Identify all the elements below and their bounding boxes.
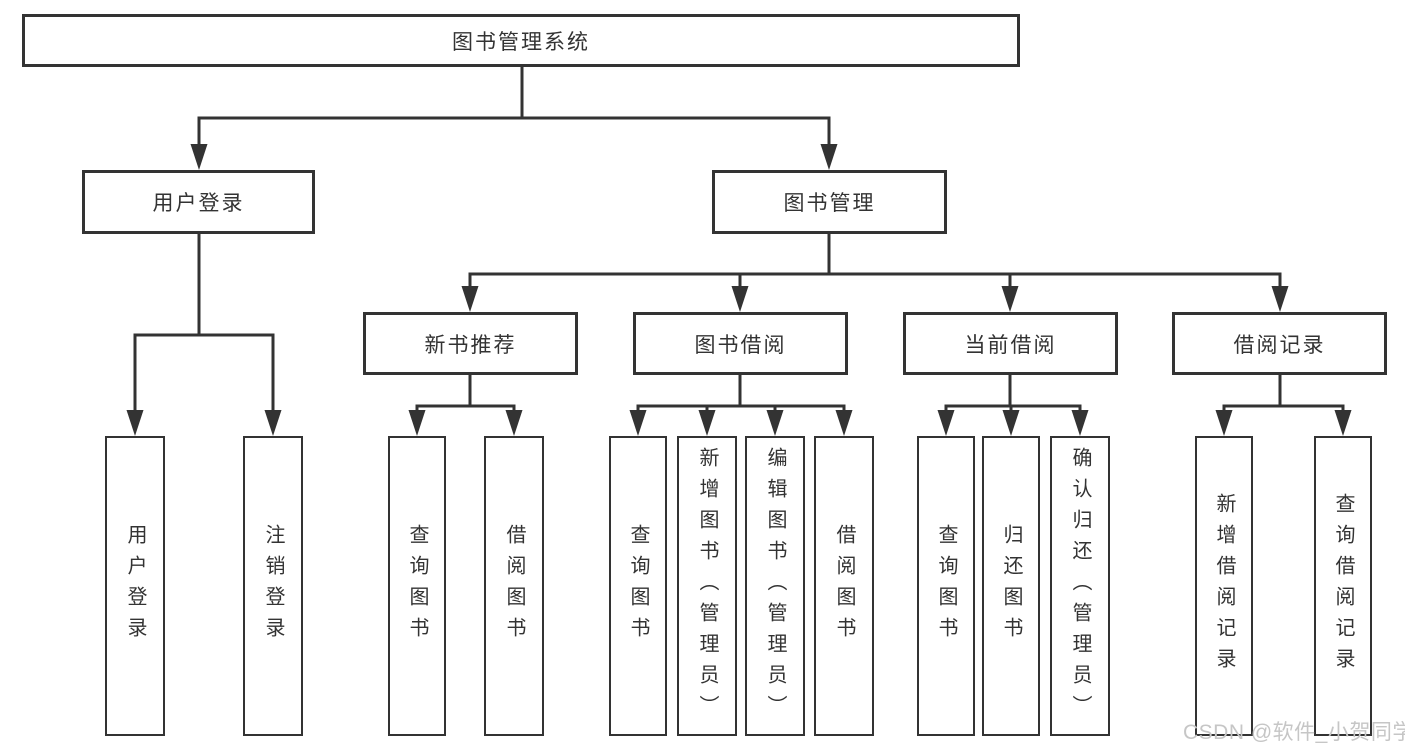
arrow-head [1334, 410, 1352, 436]
node-leaf-rec-query-book: 查询图书 [388, 436, 446, 736]
leaf-label: 归还图书 [1000, 524, 1022, 648]
arrow-head [766, 410, 784, 436]
leaf-label: 查询借阅记录 [1332, 493, 1354, 679]
node-current-borrow: 当前借阅 [903, 312, 1118, 375]
node-book-borrow: 图书借阅 [633, 312, 848, 375]
node-root-library-system: 图书管理系统 [22, 14, 1020, 67]
node-leaf-current-query-book: 查询图书 [917, 436, 975, 736]
leaf-label: 查询图书 [406, 524, 428, 648]
link-currentborrow-to-leaves [944, 373, 1082, 414]
node-leaf-current-return-book: 归还图书 [982, 436, 1040, 736]
leaf-label: 确认归还（管理员） [1069, 446, 1091, 726]
node-leaf-borrow-edit-book: 编辑图书（管理员） [745, 436, 805, 736]
node-leaf-rec-borrow-book: 借阅图书 [484, 436, 544, 736]
link-borrowrecords-to-leaves [1222, 373, 1345, 414]
arrow-head [731, 286, 749, 312]
arrow-head [190, 144, 208, 170]
arrow-head [1071, 410, 1089, 436]
arrow-head [126, 410, 144, 436]
link-newbookrec-to-leaves [415, 373, 516, 414]
leaf-label: 查询图书 [627, 524, 649, 648]
node-new-book-recommend: 新书推荐 [363, 312, 578, 375]
node-leaf-borrow-borrow-book: 借阅图书 [814, 436, 874, 736]
node-leaf-borrow-query-book: 查询图书 [609, 436, 667, 736]
node-leaf-borrow-add-book: 新增图书（管理员） [677, 436, 737, 736]
link-bookmgmt-to-level3 [468, 232, 1282, 290]
leaf-label: 编辑图书（管理员） [764, 446, 786, 726]
node-leaf-user-login: 用户登录 [105, 436, 165, 736]
leaf-label: 借阅图书 [833, 524, 855, 648]
arrow-head [264, 410, 282, 436]
link-bookborrow-to-leaves [636, 373, 846, 414]
arrow-head [1001, 286, 1019, 312]
node-user-login: 用户登录 [82, 170, 315, 234]
leaf-label: 注销登录 [262, 524, 284, 648]
arrow-head [1002, 410, 1020, 436]
csdn-watermark: CSDN @软件_小贺同学 [1183, 721, 1405, 744]
arrow-head [835, 410, 853, 436]
node-borrow-records: 借阅记录 [1172, 312, 1387, 375]
arrow-head [698, 410, 716, 436]
node-leaf-current-confirm-return: 确认归还（管理员） [1050, 436, 1110, 736]
connector-lines [133, 65, 1345, 414]
arrow-head [505, 410, 523, 436]
leaf-label: 新增图书（管理员） [696, 446, 718, 726]
arrow-head [937, 410, 955, 436]
leaf-label: 用户登录 [124, 524, 146, 648]
arrow-head [1271, 286, 1289, 312]
node-leaf-logout: 注销登录 [243, 436, 303, 736]
link-userlogin-to-leaves [133, 232, 275, 414]
node-leaf-records-query-record: 查询借阅记录 [1314, 436, 1372, 736]
arrow-head [629, 410, 647, 436]
leaf-label: 新增借阅记录 [1213, 493, 1235, 679]
arrow-head [461, 286, 479, 312]
node-book-management: 图书管理 [712, 170, 947, 234]
arrow-heads [126, 144, 1352, 436]
leaf-label: 借阅图书 [503, 524, 525, 648]
link-root-to-level2 [197, 65, 831, 150]
leaf-label: 查询图书 [935, 524, 957, 648]
node-leaf-records-add-record: 新增借阅记录 [1195, 436, 1253, 736]
arrow-head [820, 144, 838, 170]
arrow-head [1215, 410, 1233, 436]
arrow-head [408, 410, 426, 436]
